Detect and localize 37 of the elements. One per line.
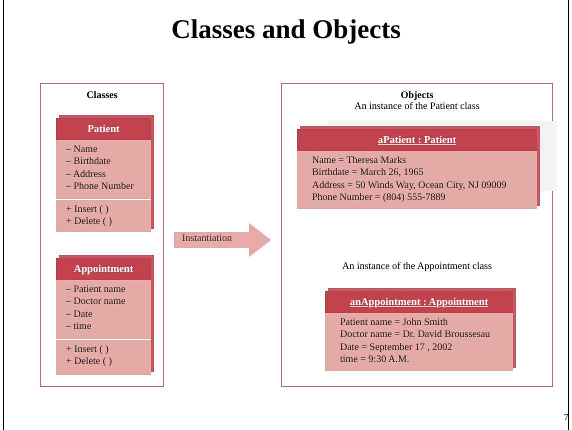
attribute-text: – Name [65, 144, 98, 156]
panel-frame [40, 83, 164, 387]
attribute-value: Birthdate = March 26, 1965 [311, 167, 424, 180]
class-box [56, 118, 151, 232]
block-arrow [174, 223, 271, 257]
instance-caption: An instance of the Patient class [353, 101, 481, 112]
attribute-text: – Date [65, 308, 94, 322]
attribute-value: Address = 50 Winds Way, Ocean City, NJ 09009 [311, 180, 508, 192]
class-box [56, 258, 151, 375]
page-number: 7 [564, 412, 568, 422]
instance-caption: An instance of the Appointment class [341, 261, 493, 272]
attribute-value: Doctor name = Dr. David Broussesau [339, 329, 492, 342]
attribute-value: Name = Theresa Marks [311, 155, 408, 168]
operation-text: + Insert ( ) [65, 344, 110, 356]
slide-title: Classes and Objects [170, 14, 402, 45]
object-name: aPatient : Patient [378, 135, 456, 146]
attribute-value: Patient name = John Smith [339, 317, 449, 330]
operation-text: + Delete ( ) [65, 216, 113, 228]
attribute-text: – Phone Number [65, 181, 135, 194]
attribute-text: – time [65, 321, 92, 334]
class-name: Patient [87, 124, 120, 135]
attribute-value: Date = September 17 , 2002 [339, 342, 454, 354]
operation-text: + Insert ( ) [65, 204, 110, 216]
panel-heading: Objects [400, 90, 434, 101]
attribute-text: – Birthdate [65, 156, 112, 169]
class-name: Appointment [74, 264, 134, 275]
attribute-text: – Address [65, 168, 107, 182]
object-name: anAppointment : Appointment [350, 297, 488, 308]
object-box [325, 291, 513, 371]
attribute-text: – Patient name [65, 284, 126, 296]
attribute-text: – Doctor name [65, 296, 126, 309]
attribute-value: Phone Number = (804) 555-7889 [311, 192, 446, 205]
panel-heading: Classes [85, 90, 119, 101]
attribute-value: time = 9:30 A.M. [339, 354, 410, 367]
edge-label: Instantiation [182, 233, 232, 244]
operation-text: + Delete ( ) [65, 356, 113, 368]
object-box [297, 129, 537, 209]
